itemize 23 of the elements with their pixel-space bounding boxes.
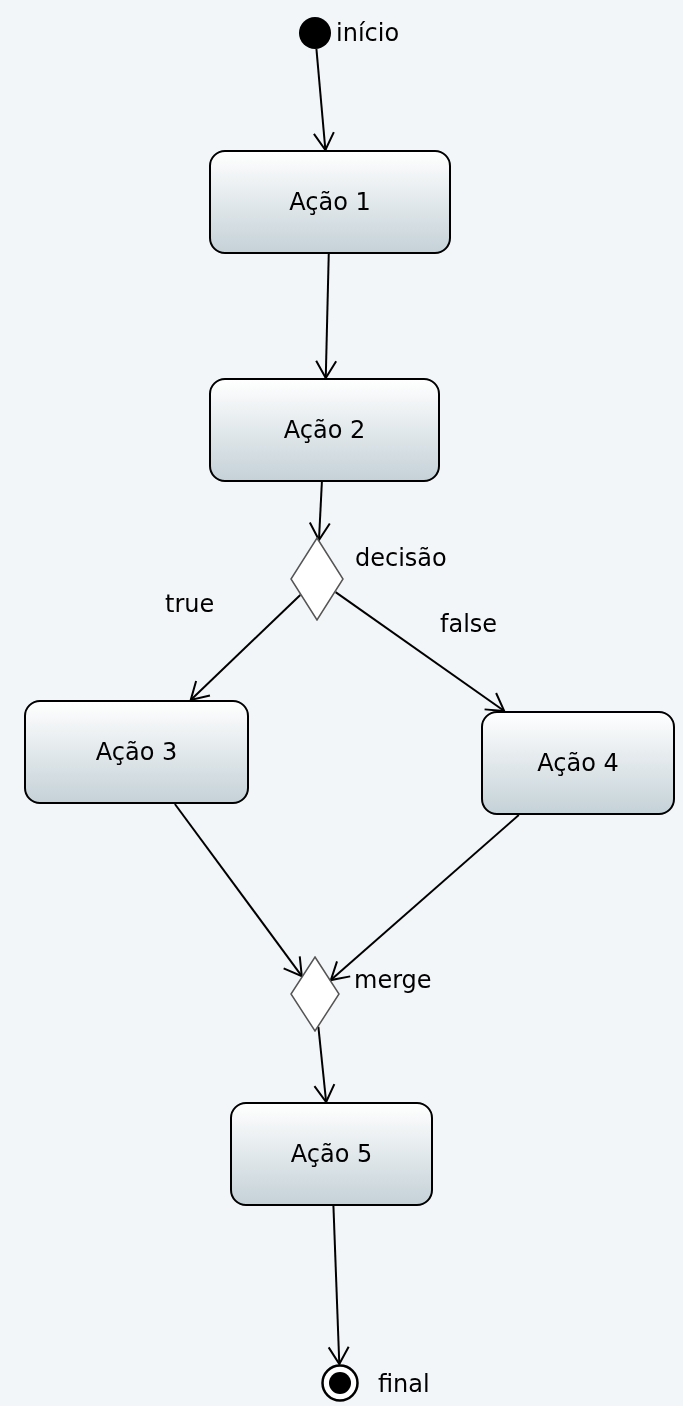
action-box: Ação 1 xyxy=(209,150,451,254)
node-caption: decisão xyxy=(355,543,447,574)
decision-diamond xyxy=(290,537,344,621)
final-node-circle xyxy=(321,1364,359,1402)
edge-label: true xyxy=(165,589,215,620)
arrow xyxy=(312,47,335,151)
node-caption: final xyxy=(378,1369,430,1400)
decision-diamond xyxy=(290,956,340,1032)
arrow xyxy=(173,803,303,978)
action-box: Ação 4 xyxy=(481,711,675,815)
initial-node-circle xyxy=(299,17,331,49)
arrow xyxy=(189,594,302,701)
arrow xyxy=(308,481,331,542)
arrow xyxy=(315,253,338,379)
action-box: Ação 3 xyxy=(24,700,249,804)
action-box: Ação 2 xyxy=(209,378,440,482)
action-box: Ação 5 xyxy=(230,1102,433,1206)
arrow xyxy=(329,814,520,982)
node-caption: início xyxy=(336,18,400,49)
edge-label: false xyxy=(440,609,498,640)
arrow xyxy=(334,591,506,712)
arrow xyxy=(327,1205,350,1365)
node-caption: merge xyxy=(354,965,432,996)
